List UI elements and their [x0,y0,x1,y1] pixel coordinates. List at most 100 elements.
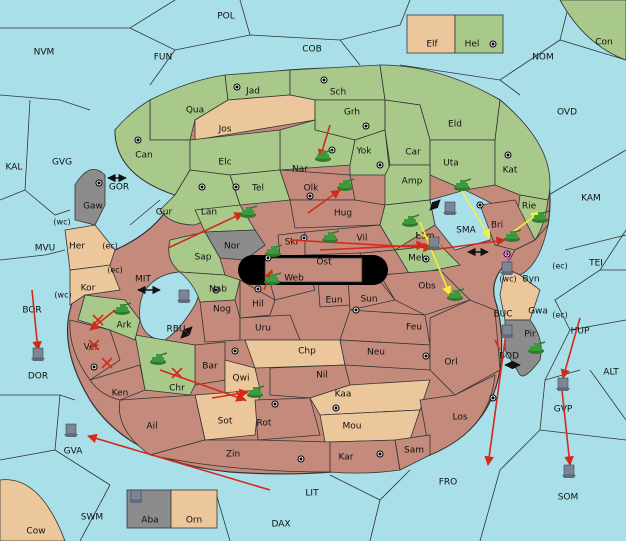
label-cow: Cow [26,527,45,537]
label-kal: KAL [6,163,23,173]
coast-label-byn-wc: (wc) [499,275,516,284]
province-rot[interactable] [254,397,321,441]
label-hug: Hug [334,209,352,219]
province-qua[interactable] [149,74,229,141]
label-tei: TEI [588,259,603,269]
label-rot: Rot [257,419,272,429]
label-bor: BOR [22,306,41,316]
label-kaa: Kaa [335,390,352,400]
label-gvg: GVG [52,158,72,168]
label-skr: Skr [285,238,300,248]
label-orl: Orl [444,358,457,368]
label-sam: Sam [404,446,424,456]
province-sap[interactable] [168,231,226,276]
coast-label-gaw-wc: (wc) [53,218,70,227]
order-crosses [88,314,247,402]
label-dor: DOR [28,372,48,382]
label-mel: Mel [408,254,424,264]
label-nom: NOM [532,53,554,63]
label-bar: Bar [202,362,218,372]
label-con: Con [595,38,613,48]
label-hel: Hel [465,40,480,50]
label-pol: POL [217,12,235,22]
label-som: SOM [558,493,579,503]
label-sun: Sun [360,295,377,305]
label-los: Los [452,413,467,423]
label-web: Web [284,274,304,284]
label-ark: Ark [116,321,132,331]
order-black-arrows [107,173,521,370]
label-nar: Nar [292,165,308,175]
coast-label-her-ec: (ec) [102,242,118,251]
province-hil[interactable] [239,279,276,319]
label-buc: BUC [493,310,512,320]
label-uru: Uru [255,324,271,334]
central-canal [238,255,388,285]
province-los[interactable] [419,374,496,456]
label-neu: Neu [367,348,385,358]
label-amp: Amp [402,177,423,187]
label-nor: Nor [224,242,240,252]
province-sam[interactable] [394,434,431,471]
label-gwa: Gwa [528,307,548,317]
label-grh: Grh [344,108,360,118]
province-obs[interactable] [379,269,471,316]
label-her: Her [69,242,85,252]
label-alt: ALT [603,368,619,378]
label-eld: Eld [448,120,462,130]
orders-red [31,124,581,491]
province-chp[interactable] [244,339,346,369]
label-aba: Aba [141,516,158,526]
label-rie: Rie [522,202,537,212]
label-nvm: NVM [34,48,55,58]
label-olk: Olk [304,184,320,194]
label-dax: DAX [271,520,290,530]
label-gor: GOR [109,183,129,193]
province-ken[interactable] [89,364,146,401]
label-feu: Feu [406,323,422,333]
province-elf[interactable] [406,14,456,54]
label-tel: Tel [251,184,264,194]
label-mvu: MVU [35,244,56,254]
province-neu[interactable] [339,339,431,371]
label-ost: Ost [316,258,332,268]
label-nog: Nog [213,305,231,315]
label-chr: Chr [169,384,185,394]
coast-label-byn-ec: (ec) [552,262,568,271]
provinces [64,64,551,474]
label-jad: Jad [245,87,260,97]
label-sch: Sch [330,88,346,98]
label-qwi: Qwi [233,374,250,384]
label-sap: Sap [195,253,212,263]
label-lan: Lan [201,208,217,218]
label-cob: COB [302,45,322,55]
province-kaa[interactable] [309,379,431,416]
coast-label-gwa-ec: (ec) [552,311,568,320]
label-kat: Kat [503,166,518,176]
label-obs: Obs [418,282,436,292]
province-her[interactable] [64,224,116,271]
province-nab[interactable] [178,271,241,303]
sea-labels: POL COB FUN NVM NOM OVD KAL GVG GOR MVU … [6,12,620,530]
label-ail: Ail [146,422,157,432]
coast-labels: (wc) (ec) (ec) (wc) (ec) (wc) (ec) [53,218,567,320]
label-kam: KAM [581,194,601,204]
province-orn[interactable] [170,489,218,529]
label-gur: Gur [156,208,173,218]
label-gva: GVA [64,447,84,457]
province-sot[interactable] [194,389,261,441]
label-vil: Vil [357,234,368,244]
label-car: Car [405,148,421,158]
label-sot: Sot [218,417,233,427]
label-yok: Yok [355,147,372,157]
label-qua: Qua [186,106,204,116]
label-elc: Elc [218,158,231,168]
label-kor: Kor [81,284,96,294]
province-orl[interactable] [429,299,501,396]
province-mou[interactable] [319,409,421,443]
label-jos: Jos [218,125,232,135]
coast-label-kor-ec: (ec) [107,266,123,275]
label-fun: FUN [154,53,173,63]
label-lit: LIT [305,489,319,499]
